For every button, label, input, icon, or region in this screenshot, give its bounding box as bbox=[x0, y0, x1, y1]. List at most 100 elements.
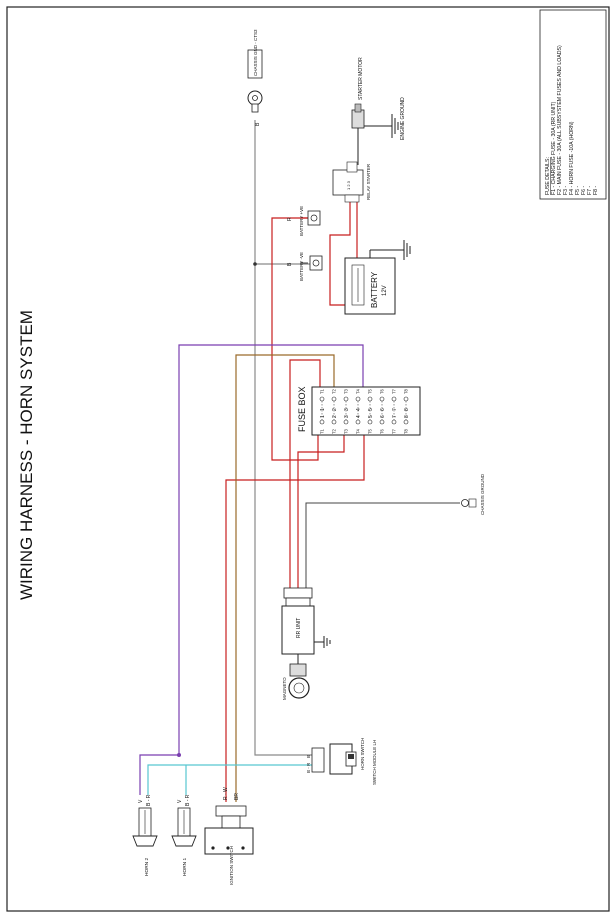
switch-module-label: SWITCH MODULE LH bbox=[372, 740, 377, 785]
fuse-number-bottom: 8 bbox=[404, 415, 410, 418]
engine-ground-label: ENGINE GROUND bbox=[400, 97, 406, 140]
wire-code-b: B bbox=[255, 122, 261, 126]
magneto-label: MAGNETO bbox=[282, 677, 287, 700]
ignition-switch-label: IGNITION SWITCH bbox=[229, 846, 234, 885]
fuse-terminal-bottom bbox=[379, 419, 385, 425]
chassis-ground-right: CHASSIS GROUND bbox=[461, 473, 485, 515]
wire-code-v-horn2: V bbox=[138, 799, 144, 803]
fuse-detail-line: F1 - CHARGING FUSE - 30A (RR UNIT) bbox=[551, 101, 557, 195]
fuse-terminal-bottom bbox=[343, 419, 349, 425]
fuse-details-box: FUSE DETAILS: F1 - CHARGING FUSE - 30A (… bbox=[539, 9, 607, 200]
chassis-ground-eyelet-top: CHASSIS GND - CTS3 B bbox=[247, 29, 263, 126]
fuse-number-top: 1 bbox=[320, 408, 326, 411]
wire-code-r-w: R - W bbox=[223, 787, 229, 800]
fuse-box: FUSE BOX bbox=[297, 386, 421, 436]
fuse-number-bottom: 5 bbox=[368, 415, 374, 418]
fuse-number-top: 6 bbox=[380, 408, 386, 411]
battery-voltage-label: 12V bbox=[382, 285, 388, 296]
fuse-terminal-top bbox=[355, 396, 361, 402]
wire-code-r: R bbox=[287, 217, 293, 221]
fuse-terminal-bottom bbox=[391, 419, 397, 425]
fuse-number-top: 5 bbox=[368, 408, 374, 411]
fuse-details-heading: FUSE DETAILS: bbox=[545, 157, 551, 195]
fuse-t-label-bottom: T7 bbox=[392, 428, 397, 434]
fuse-t-label: T6 bbox=[380, 388, 385, 394]
fuse-number-bottom: 2 bbox=[332, 415, 338, 418]
fuse-number-bottom: 4 bbox=[356, 415, 362, 418]
fuse-t-label: T7 bbox=[392, 388, 397, 394]
fuse-terminal-bottom bbox=[355, 419, 361, 425]
fuse-t-label: T8 bbox=[404, 388, 409, 394]
battery-negative-connector: B BATTERY -VE bbox=[287, 252, 323, 281]
fuse-number-top: 2 bbox=[332, 408, 338, 411]
wire-code-b-r-horn2: B - R bbox=[146, 794, 152, 806]
chassis-ground-top-label: CHASSIS GND - CTS3 bbox=[253, 29, 258, 76]
sheet-border bbox=[6, 6, 610, 912]
wire-code-b-switch: B bbox=[306, 755, 311, 758]
fuse-t-label-bottom: T3 bbox=[344, 428, 349, 434]
fuse-terminal-bottom bbox=[367, 419, 373, 425]
battery-positive-label: BATTERY +VE bbox=[299, 206, 304, 236]
fuse-cells: T111T1T222T2T333T3T444T4T555T5T666T6T777… bbox=[320, 388, 410, 434]
wire-code-b-r-switch: B - R bbox=[306, 762, 311, 773]
battery-positive-connector: R BATTERY +VE bbox=[287, 206, 321, 236]
battery: BATTERY 12V bbox=[344, 240, 411, 315]
fuse-box-label: FUSE BOX bbox=[297, 386, 307, 432]
rr-unit: RR UNIT bbox=[281, 587, 331, 664]
wire-brown bbox=[235, 354, 335, 802]
fuse-t-label-bottom: T1 bbox=[320, 428, 325, 434]
fuse-terminal-top bbox=[331, 396, 337, 402]
fuse-number-bottom: 1 bbox=[320, 415, 326, 418]
fuse-terminal-bottom bbox=[331, 419, 337, 425]
fuse-detail-line: F4 - HORN FUSE -10A (HORN) bbox=[569, 121, 575, 195]
fuse-t-label: T4 bbox=[356, 388, 361, 394]
fuse-t-label-bottom: T2 bbox=[332, 428, 337, 434]
battery-label: BATTERY bbox=[370, 271, 379, 308]
wire-grey-chassis bbox=[253, 120, 320, 756]
fuse-detail-line: F8 - bbox=[593, 186, 599, 195]
fuse-terminal-top bbox=[343, 396, 349, 402]
fuse-detail-line: F6 - bbox=[581, 186, 587, 195]
fuse-number-top: 4 bbox=[356, 408, 362, 411]
diagram-title: WIRING HARNESS - HORN SYSTEM bbox=[17, 310, 36, 600]
fuse-t-label-bottom: T4 bbox=[356, 428, 361, 434]
wire-code-v-horn1: V bbox=[177, 799, 183, 803]
horn-switch-label: HORN SWITCH bbox=[360, 738, 365, 770]
chassis-ground-label: CHASSIS GROUND bbox=[480, 473, 485, 515]
horn-1: V B - R HORN 1 bbox=[171, 794, 197, 876]
fuse-detail-line: F2 - MAIN FUSE - 30A (ALL SUBSYSTEM FUSE… bbox=[557, 45, 563, 195]
wire-violet bbox=[139, 344, 364, 795]
fuse-t-label: T1 bbox=[320, 388, 325, 394]
relay-starter-label: RELAY STARTER bbox=[366, 163, 371, 200]
ignition-switch: R - W BR IGNITION SWITCH bbox=[204, 787, 254, 885]
fuse-number-top: 8 bbox=[404, 408, 410, 411]
wire-code-b-neg: B bbox=[287, 262, 293, 266]
starter-relay: 1 2 3 RELAY STARTER bbox=[332, 161, 371, 203]
rr-unit-label: RR UNIT bbox=[296, 618, 302, 638]
starter-motor: STARTER MOTOR ENGINE GROUND bbox=[351, 57, 406, 165]
fuse-number-bottom: 3 bbox=[344, 415, 350, 418]
starter-motor-label: STARTER MOTOR bbox=[358, 57, 364, 100]
fuse-number-bottom: 6 bbox=[380, 415, 386, 418]
fuse-terminal-bottom bbox=[403, 419, 409, 425]
wire-black-ground bbox=[300, 262, 460, 590]
fuse-terminal-top bbox=[403, 396, 409, 402]
switch-module-lh: B B - R HORN SWITCH SWITCH MODULE LH bbox=[306, 738, 377, 785]
fuse-terminal-bottom bbox=[319, 419, 325, 425]
fuse-t-label-bottom: T8 bbox=[404, 428, 409, 434]
wire-red bbox=[225, 202, 365, 802]
fuse-detail-line: F5 - bbox=[575, 186, 581, 195]
horn-2: V B - R HORN 2 bbox=[132, 794, 158, 876]
wire-cyan bbox=[147, 764, 312, 795]
fuse-number-top: 3 bbox=[344, 408, 350, 411]
fuse-number-top: 7 bbox=[392, 408, 398, 411]
fuse-terminal-top bbox=[367, 396, 373, 402]
fuse-terminal-top bbox=[319, 396, 325, 402]
magneto: MAGNETO bbox=[282, 663, 310, 700]
fuse-terminal-top bbox=[379, 396, 385, 402]
battery-negative-label: BATTERY -VE bbox=[299, 252, 304, 281]
wire-code-b-r-horn1: B - R bbox=[185, 794, 191, 806]
fuse-detail-line: F7 - bbox=[587, 186, 593, 195]
fuse-t-label-bottom: T6 bbox=[380, 428, 385, 434]
